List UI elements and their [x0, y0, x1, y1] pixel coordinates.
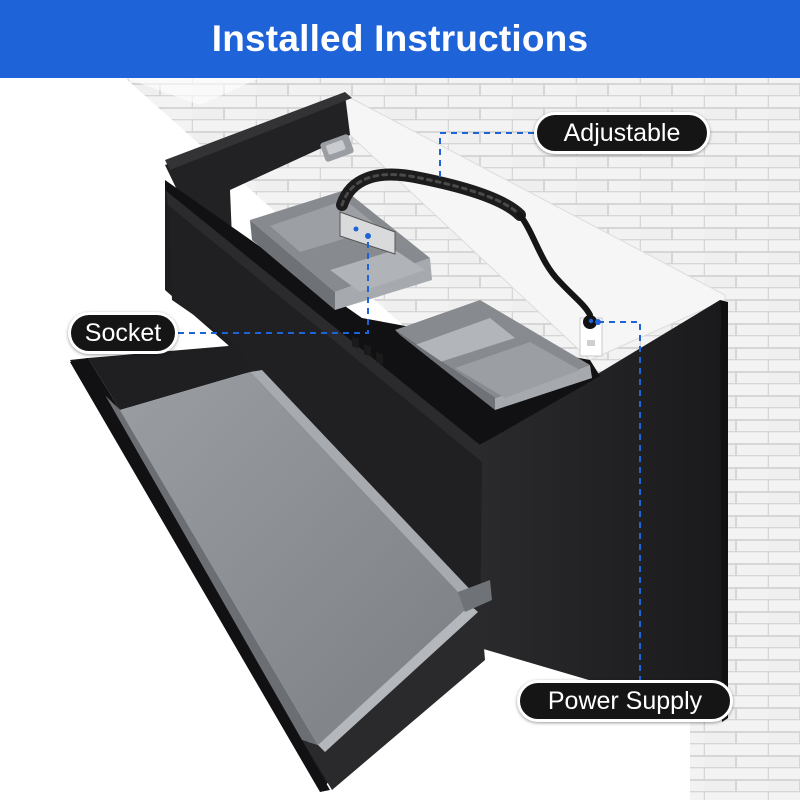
- header-banner: Installed Instructions: [0, 0, 800, 78]
- bottom-drawer-open: [70, 345, 492, 792]
- socket-label: Socket: [68, 312, 178, 354]
- adjustable-label: Adjustable: [534, 112, 710, 154]
- power-supply-label: Power Supply: [517, 680, 733, 722]
- cable-chain-icon: [336, 168, 593, 318]
- power-supply-guide-line: [598, 321, 641, 680]
- hinge-icon: [320, 134, 354, 162]
- upper-drawer-left: [250, 190, 432, 310]
- socket-guide-line: [178, 238, 369, 334]
- page-title: Installed Instructions: [211, 18, 589, 59]
- usb-socket-icon: [339, 211, 396, 365]
- upper-drawer-right: [395, 300, 592, 410]
- power-plug-icon: [579, 315, 603, 357]
- guide-lines: [178, 132, 641, 680]
- adjustable-guide-line: [439, 132, 534, 182]
